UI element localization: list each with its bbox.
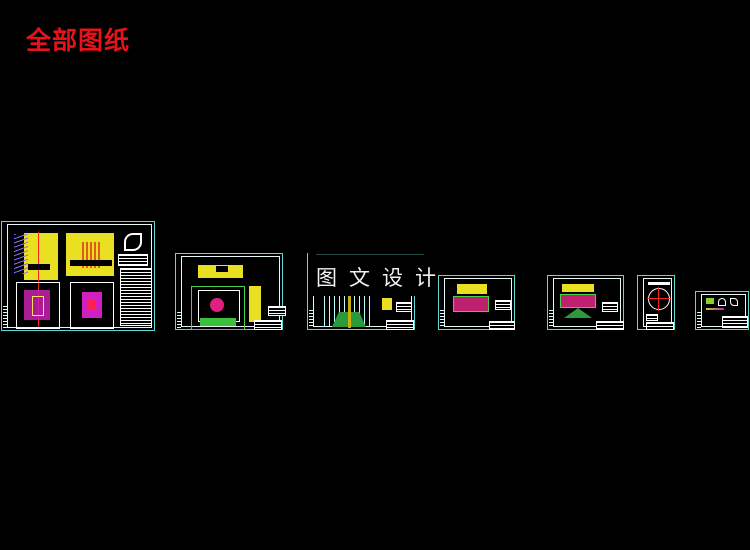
revision-strip [549, 310, 553, 328]
part-line [706, 308, 724, 310]
revision-strip [309, 310, 313, 328]
cavity-left-inner [32, 296, 44, 316]
plan-view [191, 286, 245, 330]
bottom-view-left [16, 282, 60, 329]
drawing-sheet-part-d[interactable] [695, 291, 749, 330]
page-title: 全部图纸 [26, 26, 131, 55]
notes [268, 306, 286, 316]
revision-strip [697, 312, 701, 328]
title-block [386, 320, 414, 330]
watermark-divider [316, 254, 424, 255]
part-body [453, 296, 489, 312]
sheet-border [444, 278, 512, 327]
notes [495, 300, 511, 310]
title-block [254, 320, 282, 330]
drawing-sheet-assembly[interactable] [1, 221, 155, 331]
drawing-sheet-part-a[interactable] [438, 275, 515, 330]
gap-black [28, 264, 50, 270]
section-axis [348, 296, 351, 328]
title-block [596, 321, 624, 330]
part-cross-v [658, 287, 659, 311]
sheet-border [553, 278, 621, 327]
parts-list-table [120, 268, 152, 326]
part-top [562, 284, 594, 292]
gap-black-2 [70, 260, 112, 266]
bottom-view-right [70, 282, 114, 329]
detail-yellow [382, 298, 392, 310]
watermark: 图文设计 [308, 252, 458, 296]
revision-strip [177, 312, 181, 328]
title-block [646, 322, 674, 330]
watermark-text: 图文设计 [316, 266, 448, 290]
part-top [457, 284, 487, 294]
drawing-sheet-part-c[interactable] [637, 275, 675, 330]
title-block [722, 316, 748, 328]
title-block [489, 321, 515, 330]
drawing-sheet-mold-plan[interactable] [175, 253, 286, 330]
part-body [560, 294, 596, 308]
technical-notes [118, 254, 148, 266]
drawing-sheet-part-b[interactable] [547, 275, 624, 330]
notes [602, 302, 618, 312]
side-view-gap [216, 266, 228, 272]
part-green [706, 298, 714, 304]
part-cross-h [647, 298, 671, 299]
part-bar [648, 282, 670, 285]
notes [396, 302, 412, 312]
notes [646, 314, 658, 321]
part-circle [648, 288, 670, 310]
hatch-lines [14, 234, 28, 274]
part-hook-2 [730, 298, 738, 306]
plan-core [210, 298, 224, 312]
part-hook-1 [718, 298, 726, 306]
centerline [38, 232, 39, 327]
sheet-border [181, 256, 280, 327]
revision-strip [3, 306, 7, 328]
detail-view [249, 286, 261, 322]
part-base [564, 308, 592, 318]
cavity-right-core [88, 300, 96, 310]
plan-base [200, 318, 236, 326]
revision-strip [440, 310, 444, 328]
top-view-left [24, 233, 58, 280]
logo-mark [124, 233, 142, 251]
